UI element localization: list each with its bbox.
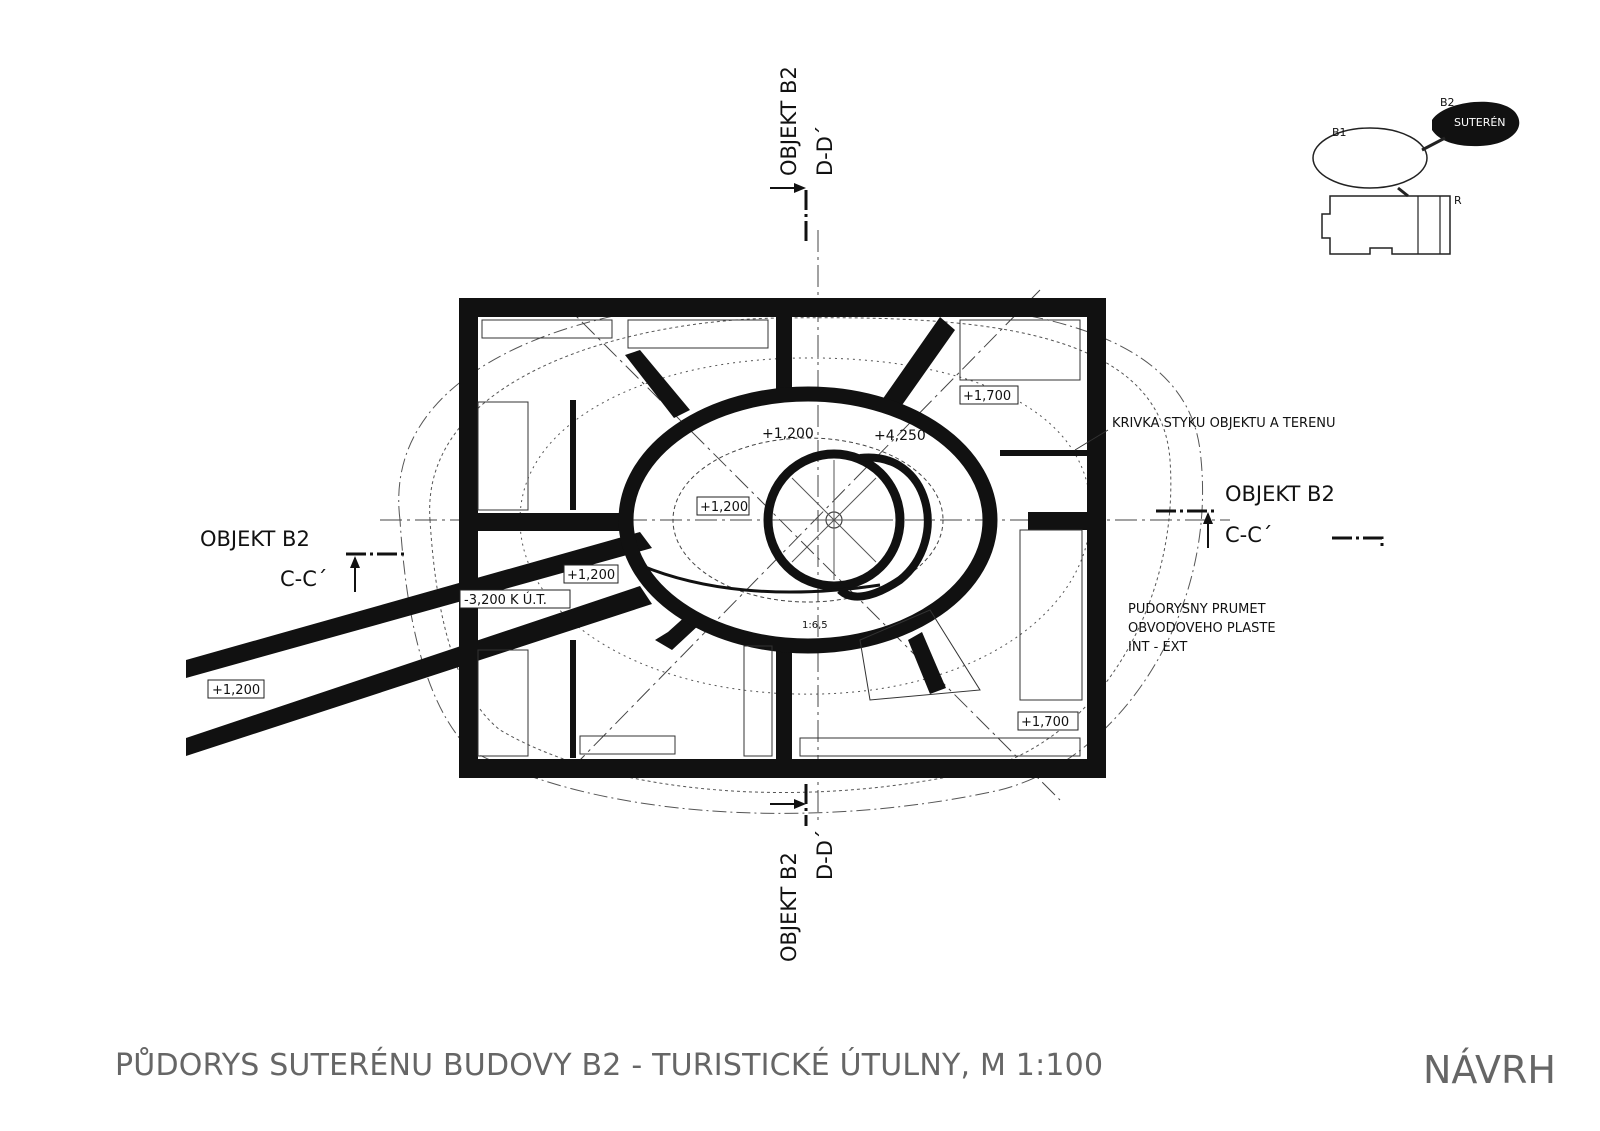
spiral-stair-loop (837, 453, 932, 601)
tag-frame (959, 385, 1019, 405)
tag-frame (1017, 711, 1079, 731)
tunnel (186, 532, 652, 756)
key-plan-link (1397, 186, 1409, 198)
level-ellipse-center: +1,200 (700, 500, 748, 515)
spiral-stair-outer (763, 449, 905, 591)
hall-ring (618, 386, 998, 654)
note-facade-line3: INT - EXT (1128, 640, 1187, 655)
partition-se-diag (908, 632, 946, 694)
lockers-north (627, 319, 769, 349)
drawing-status: NÁVRH (1423, 1048, 1556, 1092)
partition-nw-diag (625, 350, 690, 418)
key-plan-suteren-label: SUTERÉN (1454, 116, 1506, 129)
tunnel-wall-lower (186, 586, 652, 756)
partition-east-mid (1028, 512, 1087, 530)
partition-west-wc-s (570, 640, 576, 758)
inner-ramp-line (672, 437, 944, 603)
note-leader (1074, 429, 1109, 451)
fixtures (477, 319, 1083, 757)
tag-frame (459, 589, 571, 609)
spiral-stair-treads (775, 460, 893, 580)
stair-straight-south (799, 737, 1081, 757)
section-south-object: OBJEKT B2 (777, 852, 801, 962)
stair-fan-south (859, 609, 981, 701)
ramp-slope: 1:6,5 (802, 620, 828, 631)
axis-diagonal (559, 299, 1061, 801)
section-north-object: OBJEKT B2 (777, 66, 801, 176)
level-ut: -3,200 K Ú.T. (464, 592, 547, 608)
key-plan-b1-shape (1312, 127, 1428, 189)
key-plan: B1 B2 R SUTERÉN (1312, 96, 1520, 255)
wc-cubicles-north (477, 401, 529, 511)
arrow-head-icon (1203, 512, 1213, 524)
level-storage-top: +1,700 (963, 389, 1011, 404)
tag-frame (207, 679, 265, 699)
wc-cubicles-south (477, 649, 529, 757)
section-east-cc: C-C´ (1225, 523, 1272, 547)
section-east-object: OBJEKT B2 (1225, 482, 1335, 506)
ramp-curve (639, 563, 881, 594)
facade-projection-curve (429, 317, 1172, 794)
section-west-object: OBJEKT B2 (200, 527, 310, 551)
notes: KRIVKA STYKU OBJEKTU A TERENU PUDORYSNY … (1074, 416, 1336, 655)
key-plan-b1-label: B1 (1332, 126, 1347, 139)
key-plan-b2-shape (1432, 101, 1520, 147)
partition-north-col (776, 317, 792, 397)
note-facade-line2: OBVODOVEHO PLASTE (1128, 621, 1276, 636)
level-ellipse-top: +1,200 (762, 426, 814, 442)
partition-west-wc (570, 400, 576, 510)
lockers-south (743, 645, 773, 757)
arrow-head-icon (794, 183, 806, 193)
section-east-tail (1332, 536, 1384, 550)
note-terrain-curve: KRIVKA STYKU OBJEKTU A TERENU (1112, 416, 1336, 431)
partition-east-corridor (1000, 450, 1087, 456)
tunnel-wall-upper (186, 532, 652, 678)
tag-frame (563, 564, 619, 584)
building-walls (459, 298, 1106, 778)
axis-diagonal (579, 289, 1041, 761)
stair-straight-east (1019, 529, 1083, 701)
level-tunnel: +1,200 (212, 683, 260, 698)
section-south-dd: D-D´ (813, 830, 837, 880)
section-markers: OBJEKT B2 C-C´ OBJEKT B2 C-C´ OBJEKT B2 … (200, 66, 1384, 962)
level-stair-top: +4,250 (874, 428, 926, 444)
partition-ne-diag (882, 317, 955, 408)
partition-south-col (776, 640, 792, 759)
sink-row-north (481, 319, 613, 339)
key-plan-r-label: R (1454, 194, 1462, 207)
level-storage-bottom: +1,700 (1021, 715, 1069, 730)
key-plan-b2-label: B2 (1440, 96, 1455, 109)
central-hall (618, 386, 998, 654)
ski-rack (959, 319, 1081, 381)
note-facade-line1: PUDORYSNY PRUMET (1128, 602, 1266, 617)
drawing-title: PŮDORYS SUTERÉNU BUDOVY B2 - TURISTICKÉ … (115, 1048, 1104, 1083)
section-north-dd: D-D´ (813, 126, 837, 176)
partition-west-mid (478, 513, 633, 531)
key-plan-link (1421, 136, 1446, 152)
section-west-cc: C-C´ (280, 567, 327, 591)
sink-row-south (579, 735, 676, 755)
arrow-head-icon (794, 799, 806, 809)
arrow-head-icon (350, 556, 360, 568)
key-plan-r-shape (1321, 195, 1451, 255)
tag-frame (696, 496, 750, 516)
level-tags: +1,200 +1,200 -3,200 K Ú.T. +1,200 +1,20… (207, 385, 1079, 731)
level-corridor: +1,200 (567, 568, 615, 583)
